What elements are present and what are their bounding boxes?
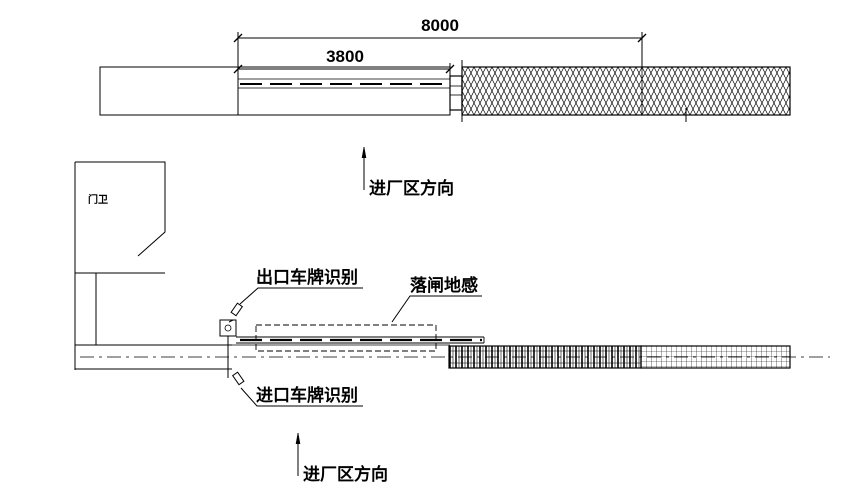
entry-camera-leader — [240, 387, 363, 407]
guard-house-label: 门卫 — [88, 193, 108, 206]
dimension-3800: 3800 — [233, 47, 455, 80]
top-retractable-gate — [461, 66, 791, 116]
entry-camera-icon — [231, 371, 245, 386]
retractable-gate-track — [640, 345, 791, 369]
exit-camera-label: 出口车牌识别 — [256, 267, 358, 288]
loop-detector-area — [255, 324, 437, 352]
guard-house: 门卫 — [74, 161, 166, 370]
top-direction-arrow — [361, 146, 367, 190]
bottom-plan-view: 门卫 出口车牌识别 落闸地感 进口车牌识别 — [74, 161, 830, 485]
top-plan-view: 8000 3800 进厂区方向 — [99, 16, 791, 199]
top-direction-label: 进厂区方向 — [369, 178, 454, 199]
entry-camera-label: 进口车牌识别 — [256, 385, 358, 406]
barrier-gate-post — [219, 319, 237, 337]
loop-detector-label: 落闸地感 — [410, 275, 478, 296]
dimension-8000-text: 8000 — [421, 16, 459, 35]
bottom-direction-label: 进厂区方向 — [303, 464, 388, 485]
retractable-gate-folded — [448, 345, 642, 369]
dimension-8000: 8000 — [233, 16, 647, 68]
exit-camera-icon — [228, 302, 244, 323]
top-gate-post — [449, 75, 463, 111]
top-road-block — [99, 66, 451, 116]
exit-camera-leader — [239, 287, 363, 305]
dimension-3800-text: 3800 — [326, 47, 364, 66]
bottom-direction-arrow — [295, 432, 301, 476]
loop-detector-leader — [391, 295, 482, 323]
